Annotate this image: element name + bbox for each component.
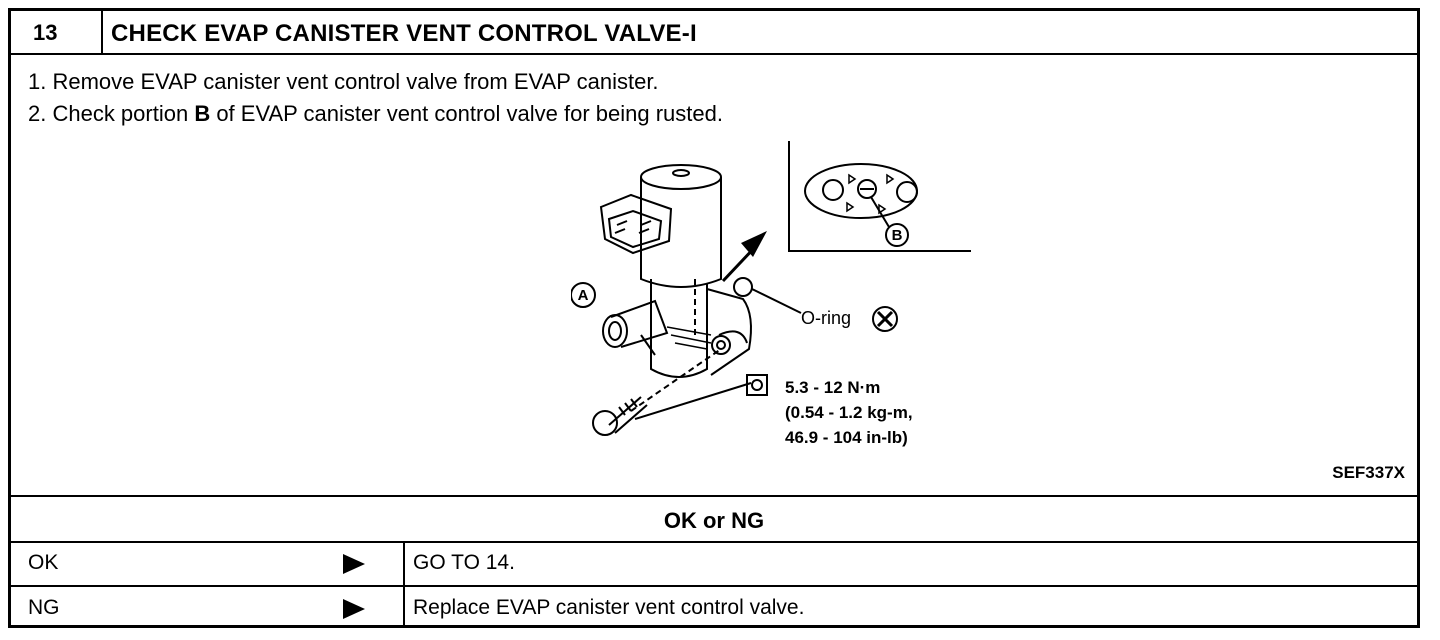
label-b-circle: [885, 223, 909, 247]
ok-arrow-icon: [343, 554, 365, 574]
solenoid-body: [640, 177, 722, 288]
do-not-reuse-icon: [872, 306, 898, 332]
portion-b-port: [857, 179, 877, 199]
valve-diagram: A B O-ring 5.3 - 12 N·m (0.54 - 1.2 kg-m…: [571, 141, 971, 447]
results-rule: [11, 541, 1417, 543]
o-ring-label: O-ring: [801, 308, 851, 328]
header-divider: [101, 11, 103, 53]
procedure-table: 13 CHECK EVAP CANISTER VENT CONTROL VALV…: [8, 8, 1420, 628]
o-ring: [733, 277, 753, 297]
connector: [599, 193, 673, 255]
step-number: 13: [33, 20, 58, 45]
result-ok-action: GO TO 14.: [413, 551, 515, 574]
step-title: CHECK EVAP CANISTER VENT CONTROL VALVE-I: [111, 20, 697, 47]
flange-hole-right: [896, 181, 918, 203]
figure-id: SEF337X: [1332, 463, 1405, 482]
result-ok-condition: OK: [28, 551, 59, 574]
torque-icon: [746, 374, 768, 396]
results-divider: [403, 541, 405, 625]
results-row-rule: [11, 585, 1417, 587]
portion-b-label: B: [194, 101, 211, 126]
result-ng-condition: NG: [28, 596, 60, 619]
flange-plate: [804, 163, 918, 219]
torque-line-2: (0.54 - 1.2 kg-m,: [785, 403, 913, 422]
instruction-1: 1. Remove EVAP canister vent control val…: [28, 69, 659, 94]
hose-port-a: [610, 299, 669, 348]
ng-arrow-icon: [343, 599, 365, 619]
torque-line-3: 46.9 - 104 in-lb): [785, 428, 908, 447]
label-a: A: [578, 287, 589, 304]
instruction-2: 2. Check portion B of EVAP canister vent…: [28, 101, 723, 126]
flange-hole-left: [822, 179, 844, 201]
result-ng-action: Replace EVAP canister vent control valve…: [413, 596, 805, 619]
bolt: [608, 396, 648, 434]
torque-line-1: 5.3 - 12 N·m: [785, 378, 880, 397]
label-a-circle: [571, 282, 596, 308]
inset-frame: [788, 141, 971, 252]
removal-arrowhead: [741, 231, 767, 257]
result-prompt: OK or NG: [663, 508, 765, 533]
mount-hole: [711, 335, 731, 355]
result-prompt-rule: [11, 495, 1417, 497]
header-rule: [11, 53, 1417, 55]
label-b: B: [892, 227, 903, 244]
